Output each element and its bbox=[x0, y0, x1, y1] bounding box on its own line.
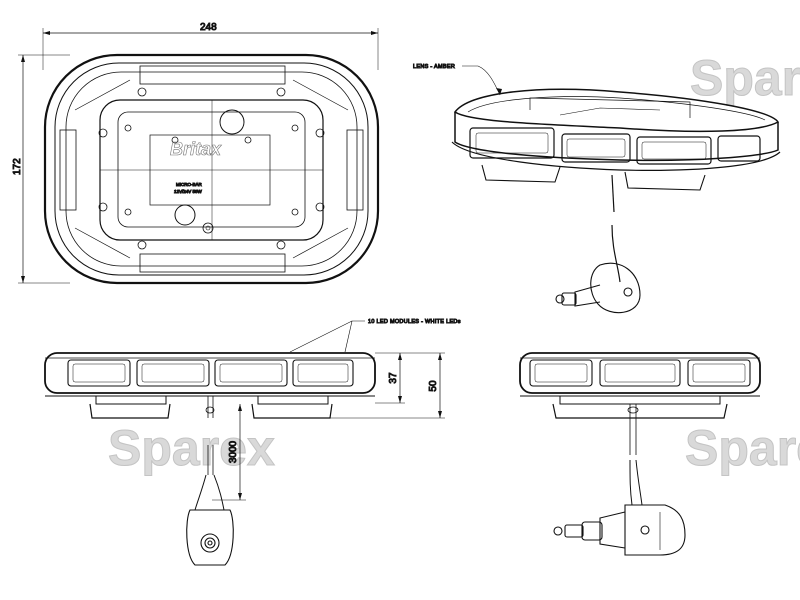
side-view bbox=[519, 352, 761, 556]
watermark-group: Sparex Sparex Sparex bbox=[108, 50, 800, 477]
led-callout-leader-1 bbox=[344, 320, 365, 353]
watermark-bottom-right: Sparex bbox=[685, 420, 800, 476]
iso-cable bbox=[611, 174, 615, 213]
iso-magnetic-foot-right bbox=[624, 171, 706, 191]
front-lens-outline bbox=[44, 352, 376, 394]
side-cigarette-plug bbox=[553, 504, 686, 556]
fixing-points bbox=[98, 87, 325, 250]
iso-led-modules bbox=[469, 127, 761, 165]
width-dimension-label: 248 bbox=[200, 22, 217, 33]
lens-callout-label: LENS - AMBER bbox=[413, 64, 455, 70]
front-cigarette-plug bbox=[186, 509, 234, 566]
side-lens-outline bbox=[519, 352, 761, 394]
iso-cigarette-plug bbox=[555, 262, 641, 314]
front-magnetic-foot-right bbox=[251, 403, 333, 419]
watermark-bottom-left: Sparex bbox=[108, 420, 275, 476]
led-callout-leader-2 bbox=[289, 320, 353, 353]
front-led-modules bbox=[67, 359, 354, 387]
brand-embossing: Britax bbox=[170, 139, 222, 159]
model-marking: MICRO-BAR bbox=[176, 182, 203, 187]
lens-height-label: 37 bbox=[388, 372, 399, 384]
side-magnetic-foot bbox=[552, 403, 728, 419]
cable-length-label: 3000 bbox=[228, 440, 239, 463]
front-view: 10 LED MODULES - WHITE LEDs bbox=[44, 319, 461, 566]
voltage-marking: 12V/24V 58W bbox=[174, 189, 203, 194]
isometric-view: LENS - AMBER bbox=[413, 64, 781, 314]
led-modules-callout-label: 10 LED MODULES - WHITE LEDs bbox=[368, 319, 461, 325]
overall-height-label: 50 bbox=[428, 380, 439, 392]
iso-magnetic-foot-left bbox=[481, 164, 561, 183]
depth-dimension-label: 172 bbox=[12, 158, 23, 175]
front-magnetic-foot-left bbox=[89, 403, 171, 419]
side-cable bbox=[629, 404, 637, 455]
front-cable bbox=[207, 445, 214, 475]
lens-callout-leader bbox=[462, 65, 501, 96]
watermark-top-right: Sparex bbox=[690, 50, 800, 106]
base-outline bbox=[43, 53, 380, 285]
top-view: 248 172 bbox=[12, 22, 380, 285]
side-led-modules bbox=[529, 359, 751, 387]
